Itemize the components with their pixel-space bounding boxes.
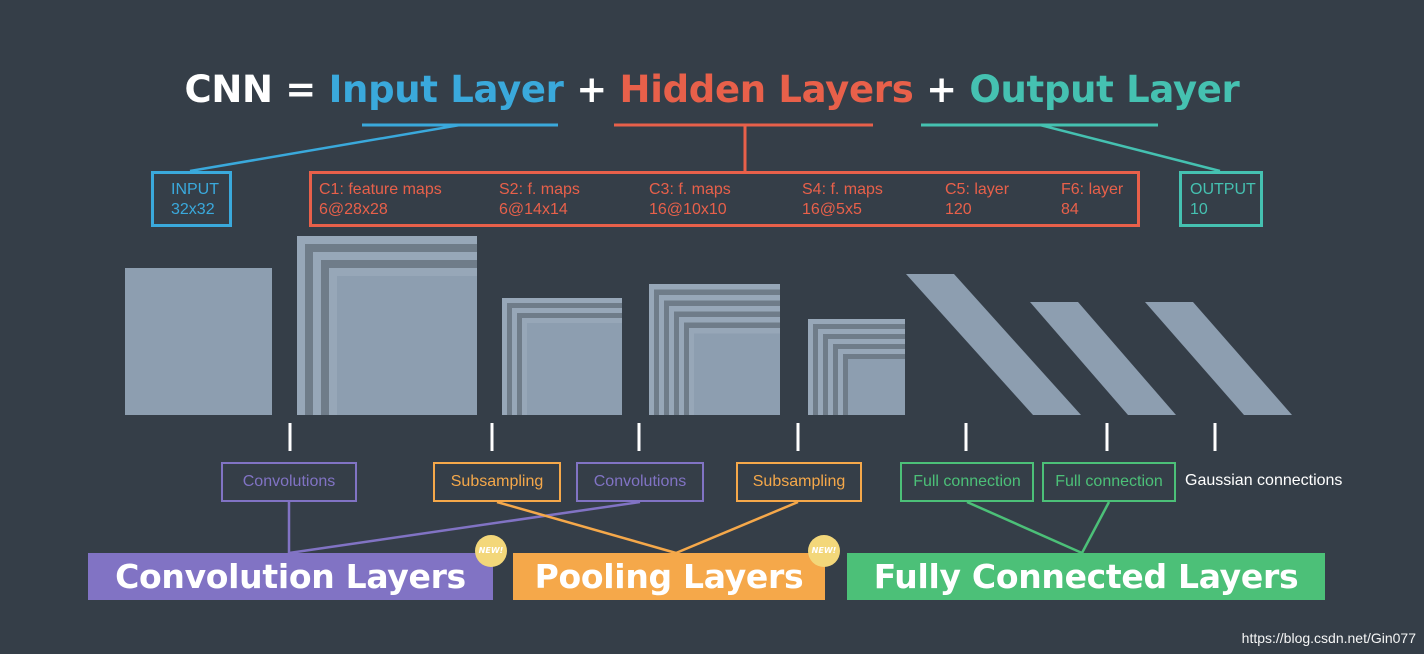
new-badge-icon: NEW! <box>475 535 507 567</box>
fc-layer-shape <box>906 274 1081 415</box>
title-cnn: CNN = <box>184 68 316 111</box>
hidden-f6: F6: layer 84 <box>1061 180 1123 220</box>
s2-feature-map <box>527 323 622 415</box>
output-connector <box>1039 123 1221 173</box>
hidden-c5-size: 120 <box>945 201 972 218</box>
hidden-c5: C5: layer 120 <box>945 180 1009 220</box>
new-badge-icon: NEW! <box>808 535 840 567</box>
input-box: INPUT 32x32 <box>151 171 232 227</box>
title-plus: + <box>576 68 607 111</box>
conv-connector <box>288 500 641 555</box>
pooling-layers-band: Pooling Layers <box>513 553 825 600</box>
hidden-s2: S2: f. maps 6@14x14 <box>499 180 580 220</box>
pool-connector <box>496 500 677 555</box>
gaussian-connections-label: Gaussian connections <box>1185 472 1343 489</box>
input-connector <box>189 123 461 173</box>
hidden-c1: C1: feature maps 6@28x28 <box>319 180 442 220</box>
pool-connector <box>675 500 799 555</box>
hidden-c1-label: C1: feature maps <box>319 181 442 198</box>
feature-maps <box>125 236 1292 415</box>
fc-connector <box>966 500 1083 555</box>
hidden-layers-box: C1: feature maps 6@28x28 S2: f. maps 6@1… <box>309 171 1140 227</box>
fc-layer-shape <box>1030 302 1176 415</box>
hidden-f6-size: 84 <box>1061 201 1079 218</box>
hidden-s2-size: 6@14x14 <box>499 201 568 218</box>
subsampling-box: Subsampling <box>736 462 862 502</box>
hidden-c5-label: C5: layer <box>945 181 1010 198</box>
hidden-c3-size: 16@10x10 <box>649 201 727 218</box>
title-output-layer: Output Layer <box>969 68 1240 111</box>
fc-connector <box>1080 501 1111 554</box>
title-hidden-layers: Hidden Layers <box>619 68 914 111</box>
page-title: CNN = Input Layer + Hidden Layers + Outp… <box>0 68 1424 111</box>
hidden-f6-label: F6: layer <box>1061 181 1124 198</box>
connector-lines <box>189 123 1221 555</box>
convolutions-box: Convolutions <box>221 462 357 502</box>
convolution-layers-band: Convolution Layers <box>88 553 493 600</box>
subsampling-box: Subsampling <box>433 462 561 502</box>
input-label: INPUT <box>171 181 219 198</box>
input-size: 32x32 <box>171 201 215 218</box>
output-box: OUTPUT 10 <box>1179 171 1263 227</box>
fully-connected-layers-band: Fully Connected Layers <box>847 553 1325 600</box>
convolutions-box: Convolutions <box>576 462 704 502</box>
hidden-c1-size: 6@28x28 <box>319 201 388 218</box>
fc-layer-shape <box>1145 302 1292 415</box>
full-connection-box: Full connection <box>1042 462 1176 502</box>
output-label: OUTPUT <box>1190 181 1256 198</box>
s4-feature-map <box>848 359 905 415</box>
watermark: https://blog.csdn.net/Gin077 <box>1241 630 1416 646</box>
hidden-s4-label: S4: f. maps <box>802 181 883 198</box>
c1-feature-map <box>337 276 477 415</box>
title-plus: + <box>926 68 957 111</box>
hidden-s4: S4: f. maps 16@5x5 <box>802 180 883 220</box>
input-map <box>125 268 272 415</box>
hidden-c3-label: C3: f. maps <box>649 181 731 198</box>
full-connection-box: Full connection <box>900 462 1034 502</box>
title-input-layer: Input Layer <box>328 68 564 111</box>
hidden-s4-size: 16@5x5 <box>802 201 862 218</box>
hidden-s2-label: S2: f. maps <box>499 181 580 198</box>
c3-feature-map <box>694 333 780 415</box>
hidden-c3: C3: f. maps 16@10x10 <box>649 180 731 220</box>
output-size: 10 <box>1190 201 1208 218</box>
